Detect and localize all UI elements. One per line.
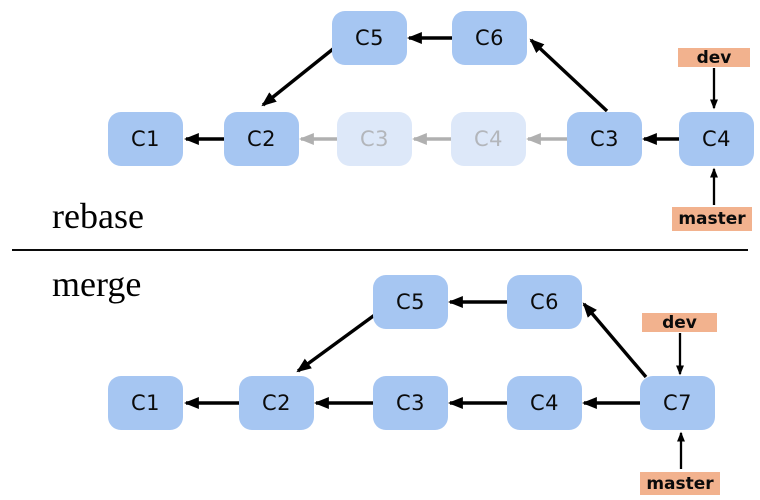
branch-label-rebase-master: master xyxy=(672,207,752,231)
commit-node-merge-c4: C4 xyxy=(507,376,582,430)
section-title-merge: merge xyxy=(52,264,142,304)
commit-node-merge-c7: C7 xyxy=(640,376,715,430)
commit-node-rebase-c3: C3 xyxy=(567,112,642,166)
arrow-merge-C5-to-C2 xyxy=(296,312,378,373)
commit-node-rebase-c2: C2 xyxy=(224,112,299,166)
arrow-rebase-C3-to-C6 xyxy=(529,38,609,113)
commit-node-rebase-c1: C1 xyxy=(108,112,183,166)
commit-node-rebase-c6: C6 xyxy=(452,11,527,65)
section-title-rebase: rebase xyxy=(52,196,144,236)
arrow-merge-C7-to-C6 xyxy=(582,302,648,379)
arrow-rebase-C5-to-C2 xyxy=(261,47,335,107)
commit-node-merge-c5: C5 xyxy=(373,275,448,329)
commit-node-rebase-c4: C4 xyxy=(679,112,754,166)
section-divider xyxy=(12,249,748,251)
commit-node-merge-c1: C1 xyxy=(108,376,183,430)
commit-node-rebase-c4-old: C4 xyxy=(451,112,526,166)
commit-node-merge-c2: C2 xyxy=(239,376,314,430)
branch-label-merge-dev: dev xyxy=(642,313,717,333)
commit-node-merge-c6: C6 xyxy=(507,275,582,329)
branch-label-rebase-dev: dev xyxy=(678,48,750,68)
commit-node-rebase-c3-old: C3 xyxy=(337,112,412,166)
commit-node-merge-c3: C3 xyxy=(373,376,448,430)
commit-node-rebase-c5: C5 xyxy=(332,11,407,65)
branch-label-merge-master: master xyxy=(640,472,720,495)
